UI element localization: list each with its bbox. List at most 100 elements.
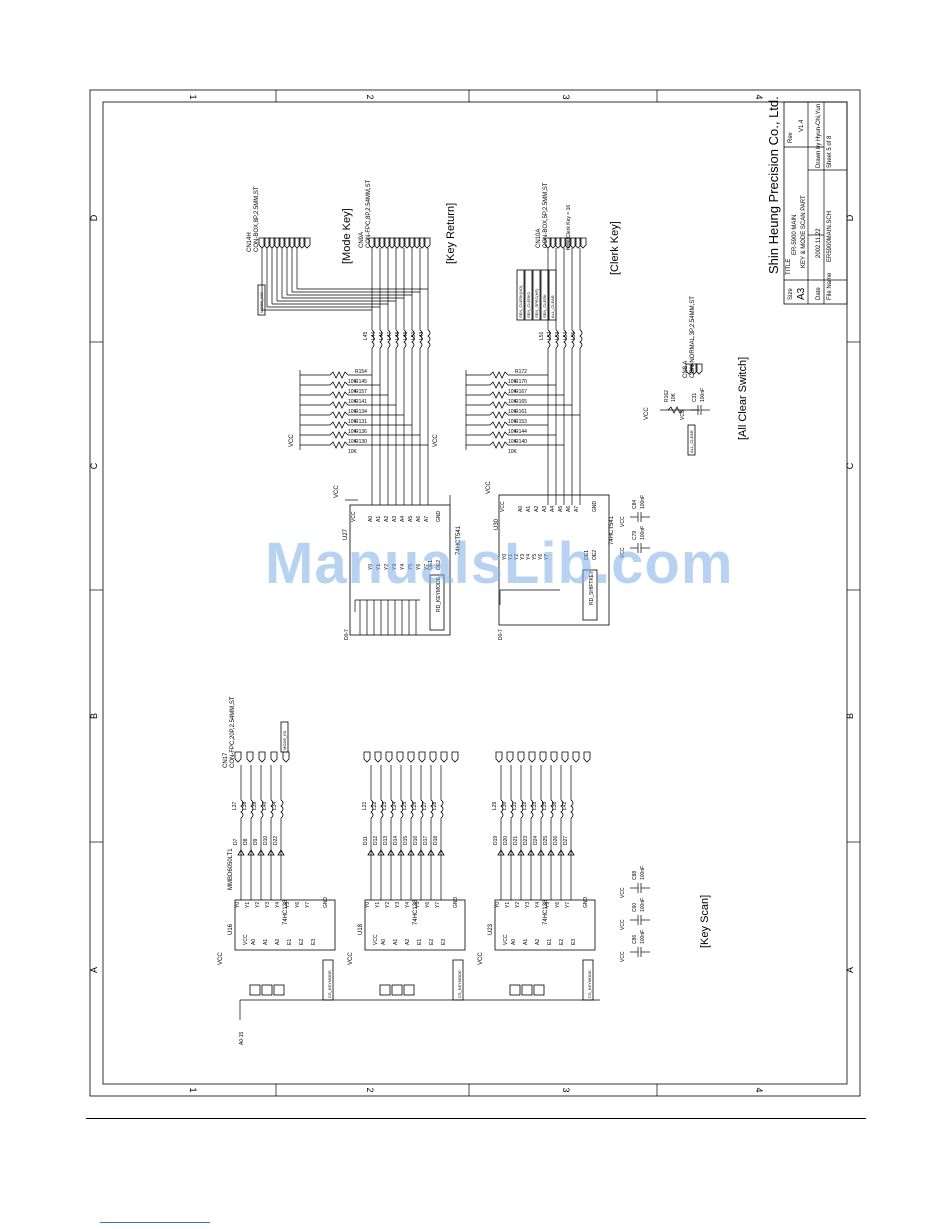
cn17-pin bbox=[246, 751, 254, 763]
inductor bbox=[563, 329, 567, 349]
u18-pin-out: Y2 bbox=[385, 902, 391, 908]
inductor-label: L50 bbox=[411, 331, 417, 340]
title-date-value: 2002.11.22 bbox=[816, 228, 822, 258]
inductor bbox=[570, 799, 574, 819]
frame-col-label-top: 2 bbox=[365, 94, 375, 99]
scan2-pin bbox=[429, 751, 437, 763]
resistor bbox=[329, 421, 349, 429]
resistor-value: 10K bbox=[508, 379, 518, 385]
diode bbox=[277, 849, 285, 856]
c84-value: 100nF bbox=[640, 495, 646, 509]
inductor bbox=[427, 329, 431, 349]
u23-pin-in: E1 bbox=[547, 939, 553, 945]
resistor bbox=[329, 431, 349, 439]
inductor-label: L40 bbox=[262, 801, 268, 810]
u30-ref: U30 bbox=[494, 518, 500, 530]
resistor-ref: R165 bbox=[515, 399, 527, 405]
cn9a-ref: CN9A bbox=[359, 232, 365, 248]
frame-col-label-bottom: 2 bbox=[365, 1087, 375, 1092]
frame-col-label-bottom: 3 bbox=[561, 1087, 571, 1092]
resistor-value: 10K bbox=[348, 429, 358, 435]
u27-pin-out: Y3 bbox=[392, 564, 398, 570]
resistor-ref: R144 bbox=[515, 429, 527, 435]
c79-ref: C79 bbox=[632, 531, 638, 540]
cn9a-part: CON-FPC,8P,2.54MM,ST bbox=[366, 179, 372, 248]
resistor-ref: R153 bbox=[515, 419, 527, 425]
resistor bbox=[329, 391, 349, 399]
diode-label: D21 bbox=[513, 836, 519, 845]
frame-col-label-bottom: 1 bbox=[188, 1087, 198, 1092]
u16-pin-out: Y0 bbox=[235, 902, 241, 908]
c60-ref: C60 bbox=[632, 903, 638, 912]
diode-label: D15 bbox=[403, 836, 409, 845]
bus-tap bbox=[391, 984, 403, 996]
inductor-label: L36 bbox=[552, 801, 558, 810]
diode bbox=[427, 849, 435, 856]
inductor-label: L53 bbox=[555, 331, 561, 340]
inductor bbox=[379, 329, 383, 349]
inductor-label: L29 bbox=[492, 801, 498, 810]
inductor-label: L39 bbox=[252, 801, 258, 810]
inductor-label: L32 bbox=[522, 801, 528, 810]
watermark: ManualsLib.com bbox=[265, 531, 734, 596]
u30-vcc: VCC bbox=[500, 501, 506, 512]
inductor bbox=[560, 799, 564, 819]
net-flag bbox=[280, 721, 289, 753]
title-rev-label: Rev bbox=[788, 132, 794, 143]
title-date-label: Date bbox=[816, 287, 822, 300]
inductor bbox=[510, 799, 514, 819]
resistor bbox=[329, 371, 349, 379]
scan2-pin bbox=[396, 751, 404, 763]
resistor bbox=[667, 406, 684, 414]
frame-row-label-right: C bbox=[845, 462, 855, 469]
cn14h-part: CON-BOX,8P,2.5MM,ST bbox=[254, 186, 260, 252]
resistor bbox=[329, 401, 349, 409]
scan3-pin bbox=[539, 751, 547, 763]
diode bbox=[517, 849, 525, 856]
net-flag bbox=[322, 959, 334, 1001]
u30-pin-out: Y6 bbox=[538, 554, 544, 560]
u23-pin-out: Y1 bbox=[505, 902, 511, 908]
u27-pin-out: Y7 bbox=[424, 564, 430, 570]
inductor-label: L52 bbox=[547, 331, 553, 340]
frame-row-label-right: A bbox=[845, 967, 855, 973]
cn17-ref: CN17 bbox=[223, 752, 229, 768]
u23-pin-out: Y2 bbox=[515, 902, 521, 908]
title-line2: KEY & MODE SCAN PART bbox=[801, 195, 807, 268]
frame-row-label-left: D bbox=[89, 214, 99, 221]
u30-pin-out: Y0 bbox=[502, 554, 508, 560]
u23-body bbox=[494, 899, 596, 951]
title-label: TITLE bbox=[786, 259, 792, 275]
c88-ref: C88 bbox=[632, 871, 638, 880]
resistor-value: 10K bbox=[508, 449, 518, 455]
u16-pin-in: A0 bbox=[251, 939, 257, 945]
u27-pin-in: A1 bbox=[376, 516, 382, 522]
u18-pin-in: A1 bbox=[393, 939, 399, 945]
resistor bbox=[489, 371, 509, 379]
inductor-label: L24 bbox=[392, 801, 398, 810]
inductor-label: L54 bbox=[563, 331, 569, 340]
frame-col-label-top: 1 bbox=[188, 94, 198, 99]
scan2-pin bbox=[440, 751, 448, 763]
u16-part: 74HC138 bbox=[283, 899, 289, 925]
section-all-clear: [All Clear Switch] bbox=[737, 357, 749, 440]
footer-link-underline[interactable] bbox=[100, 1222, 210, 1223]
r162-value: 10K bbox=[671, 392, 677, 402]
resistor-ref: R136 bbox=[355, 429, 367, 435]
resistor bbox=[489, 431, 509, 439]
bus-tap bbox=[533, 984, 545, 996]
scan3-pin bbox=[572, 751, 580, 763]
u18-pin-in: A0 bbox=[381, 939, 387, 945]
resistor-value: 10K bbox=[348, 379, 358, 385]
vcc-label: VCC bbox=[334, 485, 340, 498]
u30-pin-in: A4 bbox=[550, 506, 556, 512]
frame-row-label-left: C bbox=[89, 462, 99, 469]
diode-label: D8 bbox=[243, 838, 249, 845]
diode-label: D19 bbox=[493, 836, 499, 845]
diode-label: D18 bbox=[433, 836, 439, 845]
u30-pin-in: A6 bbox=[566, 506, 572, 512]
diode bbox=[257, 849, 265, 856]
scan2-pin bbox=[385, 751, 393, 763]
resistor-value: 10K bbox=[348, 419, 358, 425]
u18-gnd: GND bbox=[453, 897, 459, 909]
